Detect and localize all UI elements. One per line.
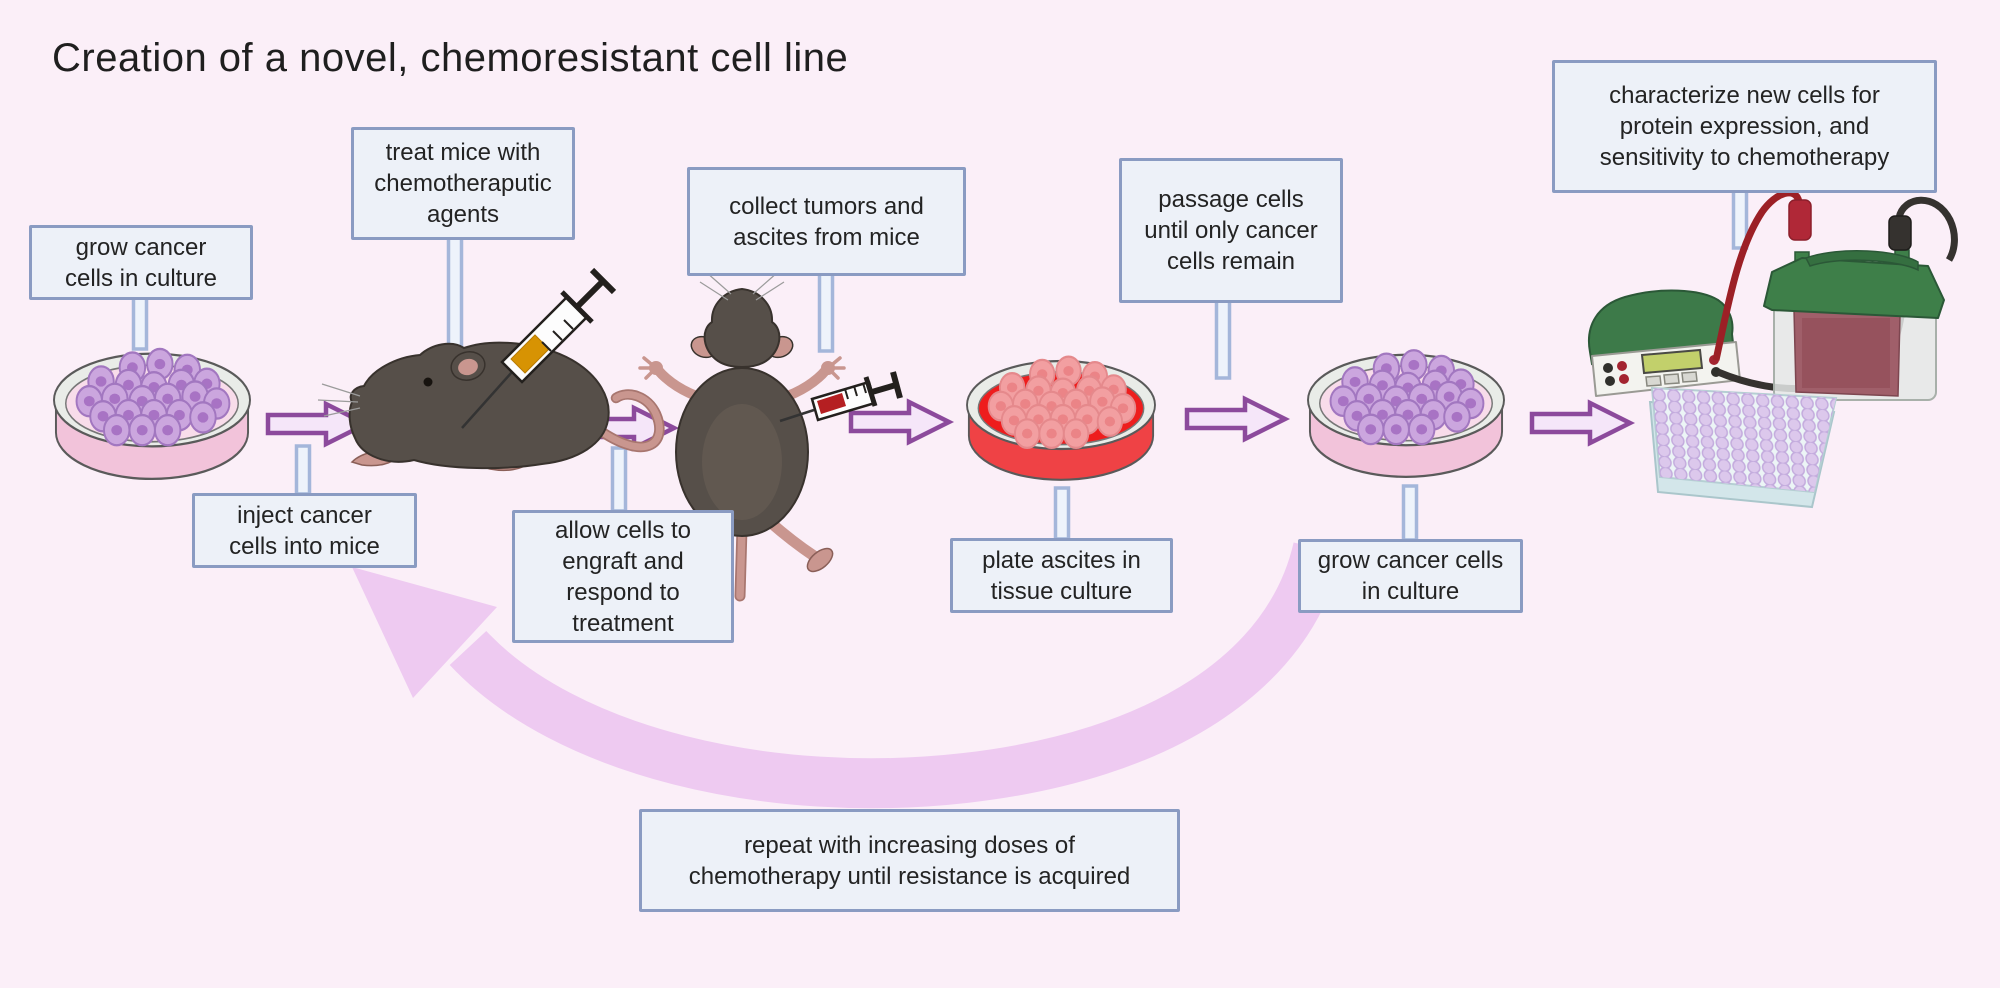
step-box-grow-cells-2: grow cancer cells in culture [1298,539,1523,613]
petri-dish-pink-icon [52,347,252,481]
step-box-collect-tumors: collect tumors and ascites from mice [687,167,966,276]
step-box-characterize: characterize new cells for protein expre… [1552,60,1937,193]
well-plate-icon [1648,386,1838,509]
step-box-inject-cells: inject cancer cells into mice [192,493,417,568]
petri-dish-red-icon [965,355,1157,481]
step-box-treat-mice: treat mice with chemotheraputic agents [351,127,575,240]
power-supply-icon [1587,289,1741,397]
syringe-chemo-icon [461,267,617,429]
mouse-top-icon [638,271,846,602]
step-box-passage-cells: passage cells until only cancer cells re… [1119,158,1343,303]
step-box-grow-cells-1: grow cancer cells in culture [29,225,253,300]
petri-dish-pink-2-icon [1306,349,1506,478]
step-box-repeat-cycle: repeat with increasing doses of chemothe… [639,809,1180,912]
syringe-ascites-icon [779,371,903,423]
step-box-plate-ascites: plate ascites in tissue culture [950,538,1173,613]
gel-tank-icon [1712,189,1958,401]
page-title: Creation of a novel, chemoresistant cell… [52,36,849,80]
canvas-bottom-edge [0,988,2000,1000]
step-box-allow-engraft: allow cells to engraft and respond to tr… [512,510,734,643]
mouse-side-icon [317,341,665,472]
repeat-arrow-icon [352,541,1343,809]
